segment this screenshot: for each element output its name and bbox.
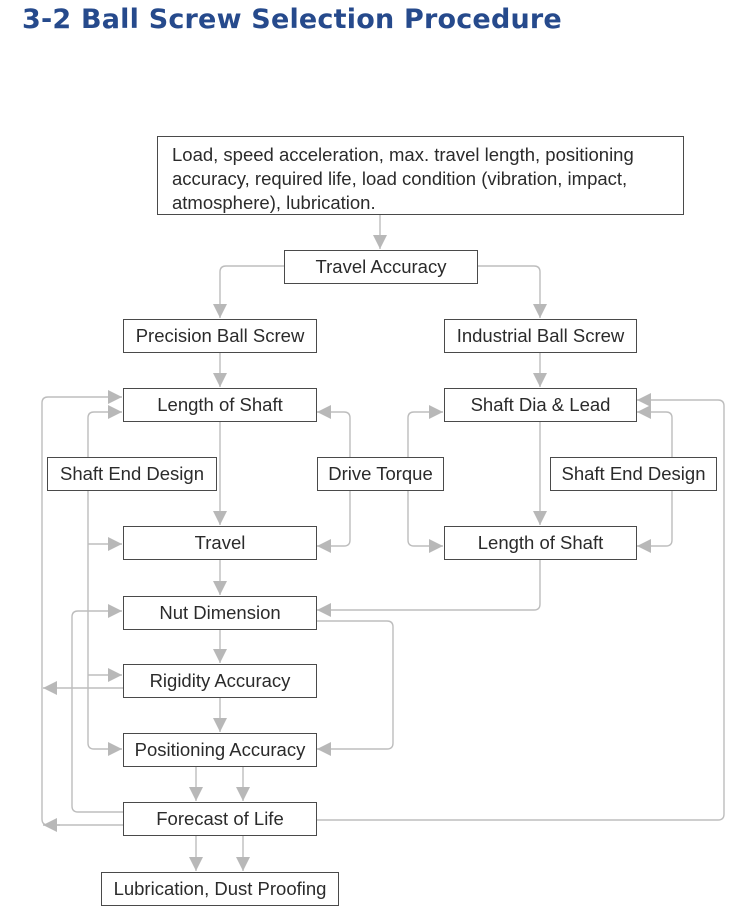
edge-shaft-end-left-trunk [87,490,122,756]
edge-travel-accuracy-precision [213,265,284,318]
node-shaft-end-design-right: Shaft End Design [550,457,717,491]
edge-shaft-end-left-to-length [87,405,122,457]
edge-drive-torque-to-length-right [407,490,443,553]
edge-drive-torque-to-length-left [317,405,351,457]
node-travel: Travel [123,526,317,560]
node-drive-torque: Drive Torque [317,457,444,491]
node-shaft-end-design-left: Shaft End Design [47,457,217,491]
node-travel-accuracy: Travel Accuracy [284,250,478,284]
node-lubrication-dust-proofing: Lubrication, Dust Proofing [101,872,339,906]
node-precision-ball-screw: Precision Ball Screw [123,319,317,353]
edge-travel-accuracy-industrial [477,265,547,318]
node-length-of-shaft-right: Length of Shaft [444,526,637,560]
edge-shaft-end-right-to-shaft-dia [637,405,673,457]
edge-forecast-shaft-dia [317,393,725,821]
node-shaft-dia-lead: Shaft Dia & Lead [444,388,637,422]
edge-drive-torque-to-shaft-dia [407,405,443,457]
node-rigidity-accuracy: Rigidity Accuracy [123,664,317,698]
node-positioning-accuracy: Positioning Accuracy [123,733,317,767]
edge-length-right-nut [317,559,541,617]
page-title: 3-2 Ball Screw Selection Procedure [22,4,562,35]
edge-drive-torque-to-travel [317,490,351,553]
edge-forecast-nut [71,604,123,813]
node-forecast-of-life: Forecast of Life [123,802,317,836]
node-industrial-ball-screw: Industrial Ball Screw [444,319,637,353]
node-nut-dimension: Nut Dimension [123,596,317,630]
node-requirements: Load, speed acceleration, max. travel le… [157,136,684,215]
edge-nut-positioning [317,620,394,756]
node-length-of-shaft-left: Length of Shaft [123,388,317,422]
edge-shaft-end-right-to-length-right [637,490,673,553]
